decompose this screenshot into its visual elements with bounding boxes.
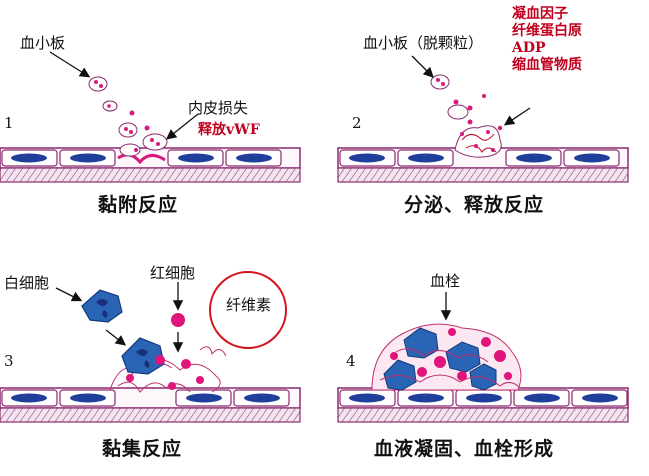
panel-3-caption: 黏集反应 — [102, 434, 182, 461]
panel-4-caption: 血液凝固、血栓形成 — [374, 434, 554, 461]
factor-adp: ADP — [512, 40, 582, 57]
panel-1-label-platelet: 血小板 — [20, 32, 65, 53]
panel-2-arrow-platelet — [412, 56, 432, 76]
panel-1-caption: 黏附反应 — [98, 190, 178, 217]
factor-coagulation: 凝血因子 — [512, 6, 582, 23]
panel-3-arrow-wbc — [56, 288, 80, 300]
panel-2-number: 2 — [352, 114, 362, 132]
panel-4-vessel-wall — [338, 388, 628, 422]
panel-1-vessel-wall — [0, 148, 300, 182]
panel-4-thrombus — [372, 324, 521, 390]
panel-3-label-fibrin: 纤维素 — [226, 294, 271, 315]
panel-2-arrow-release — [506, 108, 530, 124]
panel-3-leukocytes — [82, 290, 164, 374]
panel-3-label-wbc: 白细胞 — [4, 272, 49, 293]
panel-2-platelet-aggregate — [431, 75, 501, 157]
panel-3-arrow-wbc-2 — [106, 330, 124, 344]
panel-2-caption: 分泌、释放反应 — [404, 190, 544, 217]
panel-3-label-rbc: 红细胞 — [150, 262, 195, 283]
factor-fibrinogen: 纤维蛋白原 — [512, 23, 582, 40]
panel-1-arrow-platelet — [50, 52, 88, 76]
factor-vasoconstrictor: 缩血管物质 — [512, 57, 582, 74]
panel-1-platelets — [89, 77, 167, 156]
panel-1-number: 1 — [4, 114, 14, 132]
panel-1-label-release: 释放vWF — [198, 119, 260, 139]
panel-2-label-platelet: 血小板（脱颗粒） — [363, 32, 483, 53]
panel-3-number: 3 — [4, 352, 14, 370]
panel-3-vessel-wall — [0, 388, 300, 422]
panel-4-label-thrombus: 血栓 — [430, 270, 460, 291]
panel-4-number: 4 — [346, 352, 356, 370]
panel-2-factor-list: 凝血因子 纤维蛋白原 ADP 缩血管物质 — [512, 6, 582, 74]
panel-1-label-damage: 内皮损失 — [188, 97, 248, 118]
